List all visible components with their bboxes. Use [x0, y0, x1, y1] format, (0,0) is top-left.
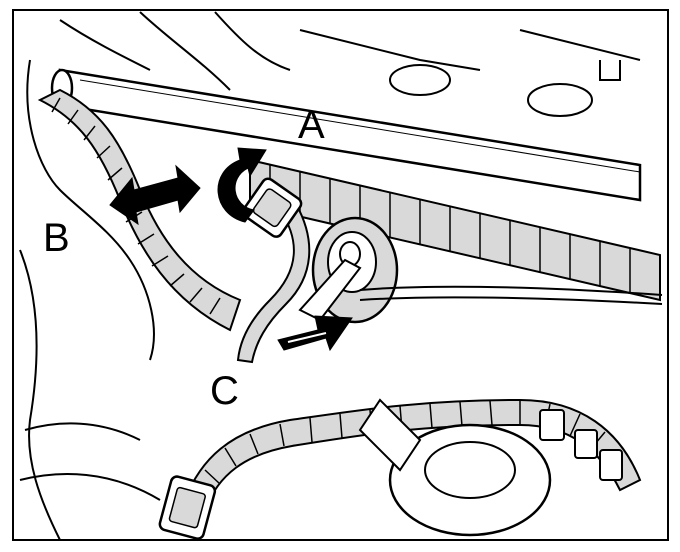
lower-harness — [183, 398, 642, 512]
callout-b: B — [43, 216, 70, 260]
reservoir — [358, 398, 552, 537]
engine-background — [19, 11, 641, 541]
push-arrow-icon — [277, 315, 353, 352]
callout-a: A — [298, 103, 325, 147]
callout-c: C — [210, 369, 239, 413]
connector-a — [241, 177, 303, 238]
harness-clips — [539, 409, 623, 481]
sensor-cable — [359, 285, 663, 305]
lower-plug — [158, 475, 217, 540]
curved-arrow-icon — [217, 147, 267, 223]
connector-a-cable — [236, 202, 311, 364]
double-arrow-icon — [109, 164, 201, 226]
grommet — [298, 216, 399, 324]
